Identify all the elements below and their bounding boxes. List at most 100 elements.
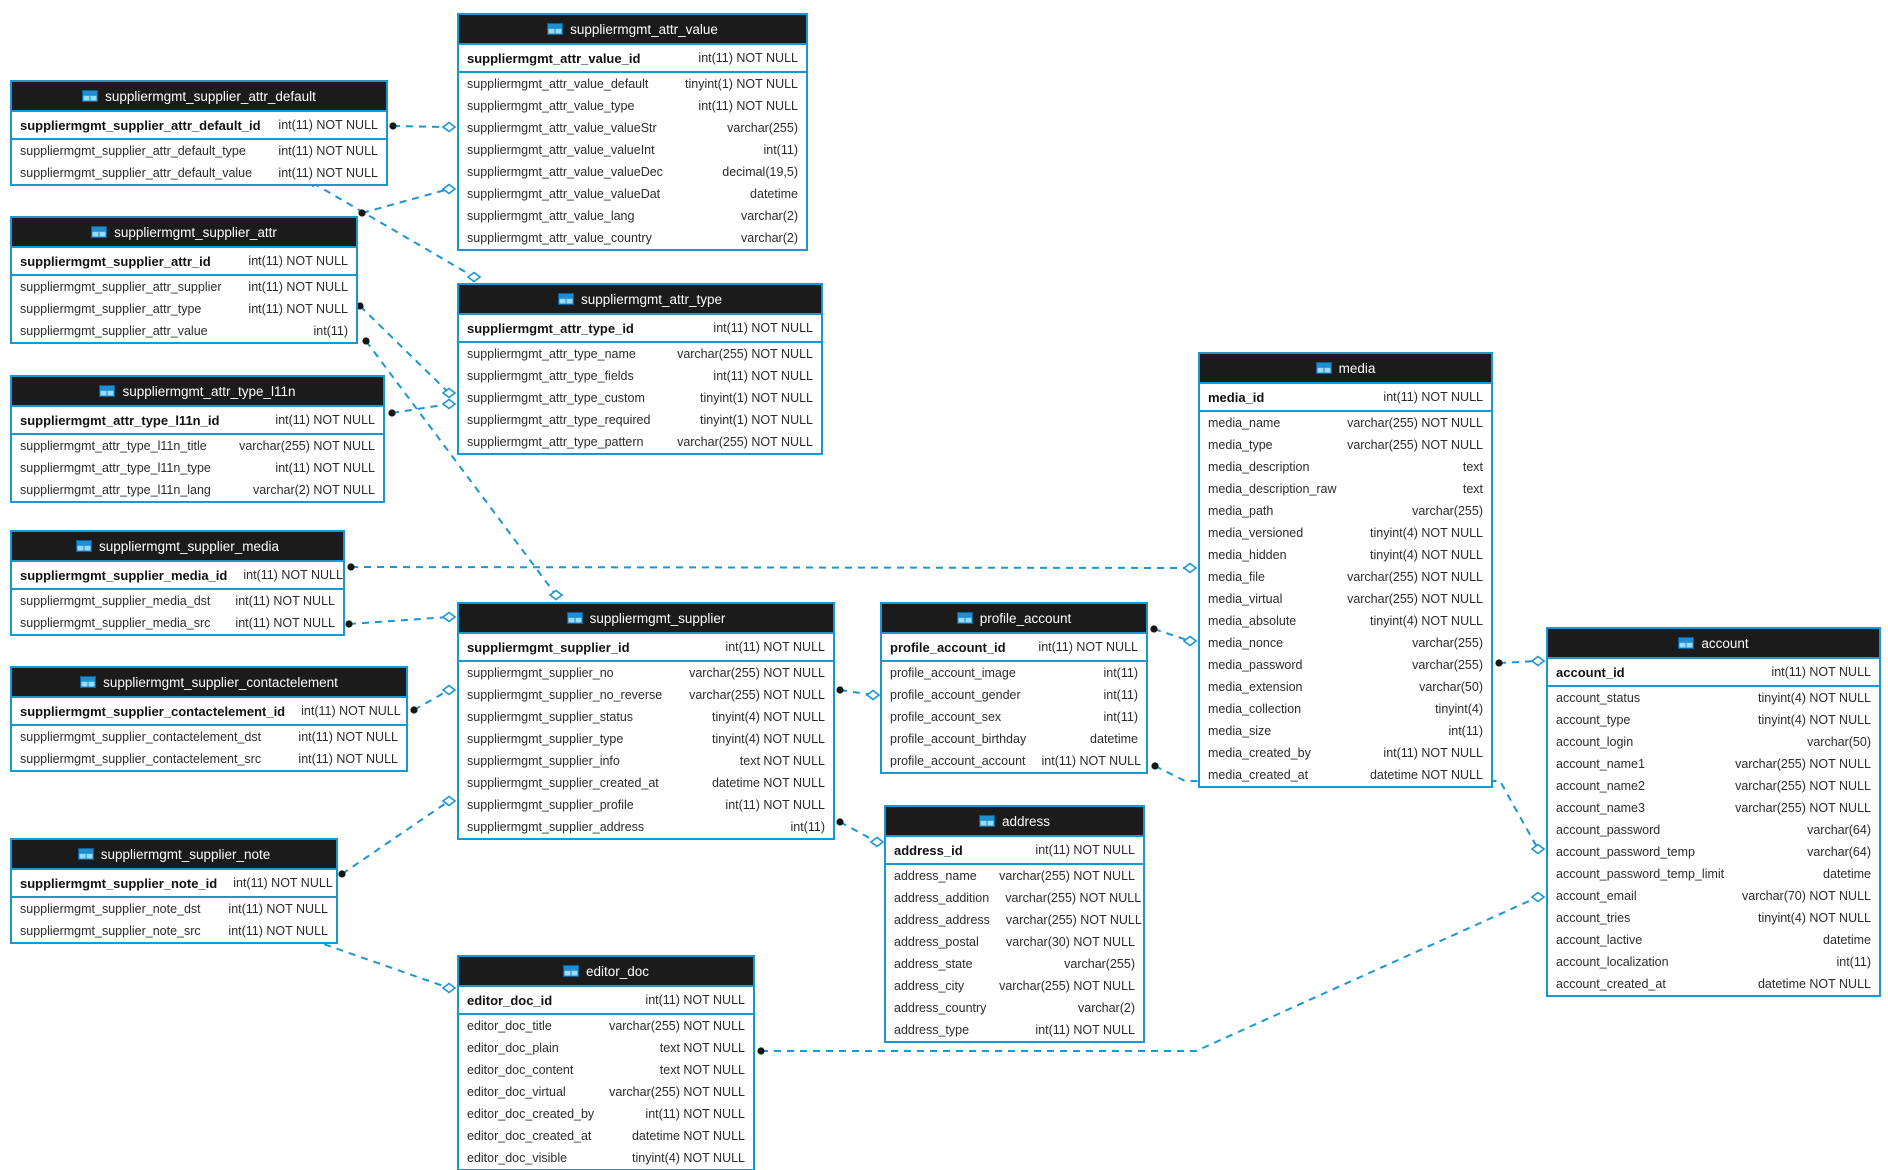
field-type: varchar(255) NOT NULL xyxy=(239,439,375,453)
field-type: datetime xyxy=(1090,732,1138,746)
field-name: suppliermgmt_supplier_note_src xyxy=(20,924,201,938)
field-type: varchar(2) xyxy=(741,231,798,245)
relationship-line-suppliermgmt_supplier_attr-to-suppliermgmt_supplier xyxy=(365,340,557,596)
field-name: account_name1 xyxy=(1556,757,1645,771)
table-header[interactable]: suppliermgmt_attr_type_l11n xyxy=(12,377,383,407)
relationship-line-suppliermgmt_supplier_media-to-media xyxy=(350,566,1191,569)
table-suppliermgmt_attr_value[interactable]: suppliermgmt_attr_value suppliermgmt_attr… xyxy=(457,13,808,251)
field-type: varchar(50) xyxy=(1807,735,1871,749)
table-title: profile_account xyxy=(979,610,1072,626)
field-type: int(11) NOT NULL xyxy=(298,752,398,766)
table-icon xyxy=(562,965,579,977)
table-title: suppliermgmt_attr_type_l11n xyxy=(122,383,296,399)
field-type: int(11) xyxy=(763,143,798,157)
field-type: varchar(50) xyxy=(1419,680,1483,694)
table-header[interactable]: profile_account xyxy=(882,604,1146,634)
table-header[interactable]: suppliermgmt_attr_type xyxy=(459,285,821,315)
table-header[interactable]: suppliermgmt_supplier_note xyxy=(12,840,336,870)
field-type: varchar(255) NOT NULL xyxy=(689,688,825,702)
field-type: varchar(2) xyxy=(741,209,798,223)
field-name: suppliermgmt_supplier_attr_default_value xyxy=(20,166,253,180)
relationship-line-suppliermgmt_supplier_note-to-editor_doc xyxy=(311,939,450,989)
table-header[interactable]: media xyxy=(1200,354,1491,384)
field-name: editor_doc_created_at xyxy=(467,1129,592,1143)
field-type: tinyint(1) NOT NULL xyxy=(700,391,813,405)
field-type: int(11) NOT NULL xyxy=(228,902,328,916)
table-header[interactable]: suppliermgmt_supplier_attr_default xyxy=(12,82,386,112)
field-type: varchar(64) xyxy=(1807,845,1871,859)
table-title: suppliermgmt_attr_type xyxy=(580,291,723,307)
field-name: account_password xyxy=(1556,823,1661,837)
field-type: varchar(255) NOT NULL xyxy=(999,979,1135,993)
relationship-line-editor_doc-to-account xyxy=(761,896,1539,1052)
field-type: tinyint(4) NOT NULL xyxy=(1370,614,1483,628)
table-header[interactable]: suppliermgmt_supplier_contactelement xyxy=(12,668,406,698)
table-header[interactable]: suppliermgmt_supplier_attr xyxy=(12,218,356,248)
field-type: int(11) xyxy=(1103,710,1138,724)
table-header[interactable]: suppliermgmt_supplier xyxy=(459,604,833,634)
field-type: tinyint(4) NOT NULL xyxy=(1758,713,1871,727)
table-suppliermgmt_supplier_note[interactable]: suppliermgmt_supplier_note suppliermgmt_s… xyxy=(10,838,338,944)
table-header[interactable]: account xyxy=(1548,629,1879,659)
field-name: account_created_at xyxy=(1556,977,1666,991)
field-type: varchar(255) NOT NULL xyxy=(677,435,813,449)
cardinality-dot-icon xyxy=(358,209,366,217)
field-name: address_type xyxy=(894,1023,970,1037)
table-header[interactable]: editor_doc xyxy=(459,957,753,987)
field-type: tinyint(4) NOT NULL xyxy=(712,710,825,724)
table-suppliermgmt_supplier_media[interactable]: suppliermgmt_supplier_media suppliermgmt_… xyxy=(10,530,345,636)
field-name: suppliermgmt_supplier_note_dst xyxy=(20,902,201,916)
table-header[interactable]: suppliermgmt_supplier_media xyxy=(12,532,343,562)
cardinality-dot-icon xyxy=(1495,659,1503,667)
cardinality-diamond-icon xyxy=(466,271,482,283)
field-name: account_lactive xyxy=(1556,933,1643,947)
field-type: int(11) NOT NULL xyxy=(248,280,348,294)
field-name: address_city xyxy=(894,979,965,993)
table-suppliermgmt_supplier[interactable]: suppliermgmt_supplier suppliermgmt_suppli… xyxy=(457,602,835,840)
cardinality-dot-icon xyxy=(410,706,418,714)
field-type: int(11) NOT NULL xyxy=(1035,843,1135,857)
field-type: int(11) NOT NULL xyxy=(248,254,348,268)
column-row: suppliermgmt_supplier_contactelement_dst… xyxy=(12,726,406,748)
field-type: int(11) NOT NULL xyxy=(235,616,335,630)
relationship-line-suppliermgmt_supplier_media-to-suppliermgmt_supplier xyxy=(348,616,450,625)
cardinality-diamond-icon xyxy=(1530,843,1546,855)
field-name: suppliermgmt_supplier_created_at xyxy=(467,776,659,790)
field-type: int(11) NOT NULL xyxy=(1383,390,1483,404)
table-header[interactable]: address xyxy=(886,807,1143,837)
field-name: media_name xyxy=(1208,416,1281,430)
field-name: media_description_raw xyxy=(1208,482,1337,496)
field-name: suppliermgmt_supplier_media_dst xyxy=(20,594,211,608)
cardinality-diamond-icon xyxy=(1182,635,1198,647)
table-header[interactable]: suppliermgmt_attr_value xyxy=(459,15,806,45)
table-suppliermgmt_attr_type[interactable]: suppliermgmt_attr_type suppliermgmt_attr_… xyxy=(457,283,823,455)
field-type: text xyxy=(1462,460,1483,474)
